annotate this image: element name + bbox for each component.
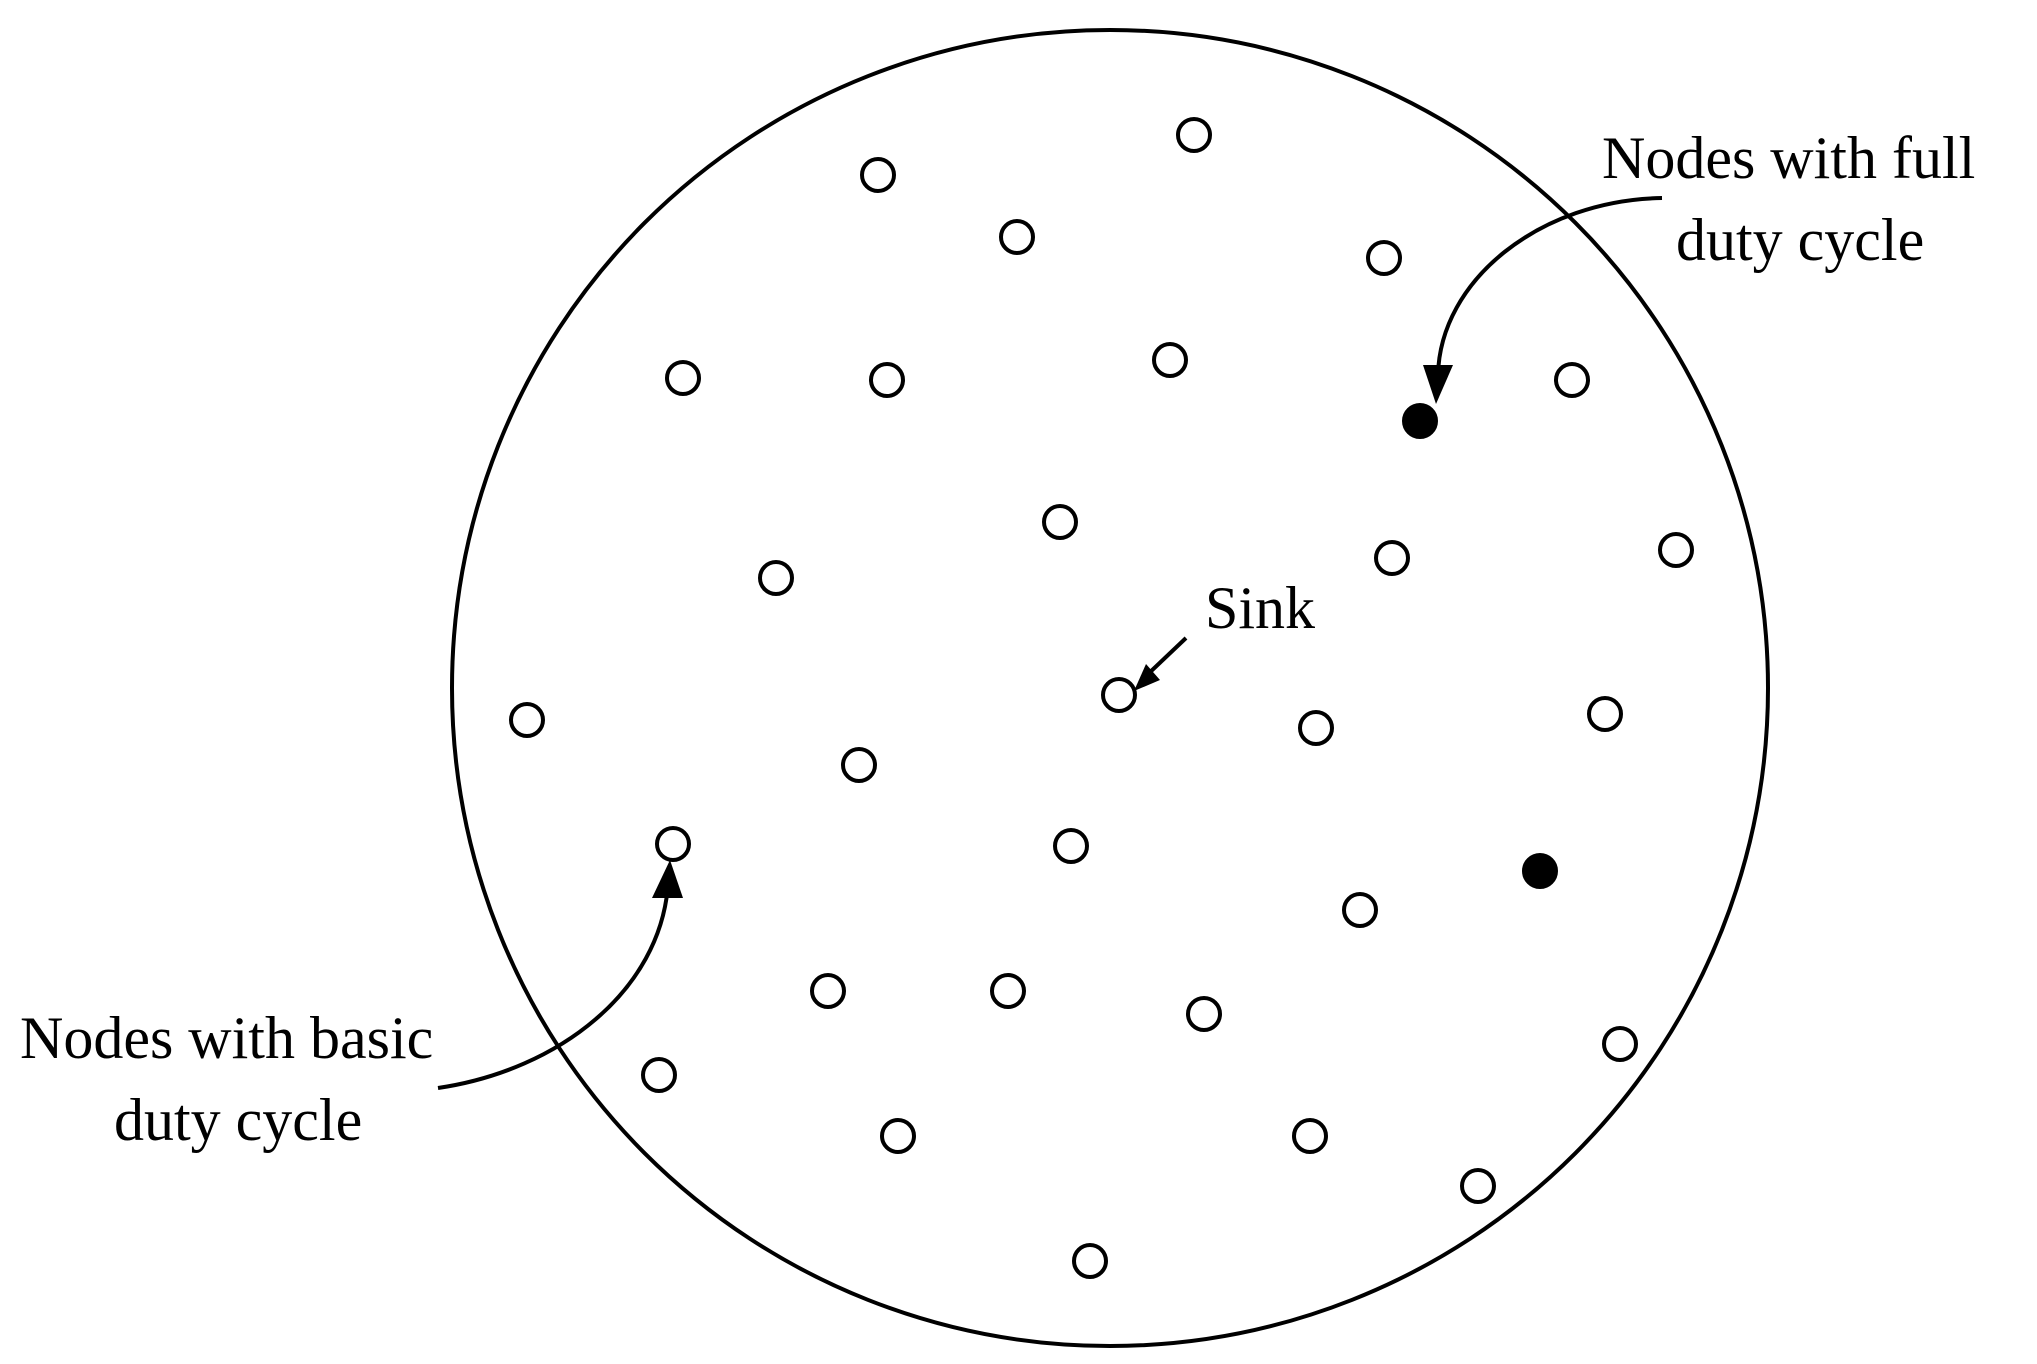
deployment-area-boundary <box>450 28 1770 1348</box>
node <box>880 1118 916 1154</box>
node <box>665 360 701 396</box>
node <box>1186 996 1222 1032</box>
full-duty-node <box>1402 403 1438 439</box>
basic-duty-nodes <box>509 117 1694 1279</box>
node <box>990 973 1026 1009</box>
node <box>810 973 846 1009</box>
node <box>641 1057 677 1093</box>
node <box>841 747 877 783</box>
full-duty-nodes <box>1402 403 1558 889</box>
node <box>1176 117 1212 153</box>
basic-duty-arrowhead <box>652 860 683 898</box>
basic-duty-label-line1: Nodes with basic <box>20 1005 433 1071</box>
node <box>1152 342 1188 378</box>
node <box>1298 710 1334 746</box>
node <box>758 560 794 596</box>
node <box>509 702 545 738</box>
node <box>1658 532 1694 568</box>
sink-arrow <box>1145 636 1188 677</box>
full-duty-arrow <box>1436 196 1663 376</box>
full-duty-label-line2: duty cycle <box>1676 207 1924 273</box>
node <box>1292 1118 1328 1154</box>
node <box>655 826 691 862</box>
sink-label: Sink <box>1205 575 1315 641</box>
node <box>1342 892 1378 928</box>
node <box>1602 1026 1638 1062</box>
sink-node <box>1101 677 1137 713</box>
full-duty-arrowhead <box>1423 365 1453 404</box>
arrowheads <box>652 365 1453 898</box>
node <box>860 157 896 193</box>
basic-duty-arrow <box>437 884 670 1090</box>
sink-arrowhead <box>1134 664 1160 691</box>
node <box>1053 828 1089 864</box>
node <box>999 219 1035 255</box>
node <box>869 362 905 398</box>
full-duty-label-line1: Nodes with full <box>1602 125 1975 191</box>
node <box>1366 240 1402 276</box>
node <box>1460 1168 1496 1204</box>
basic-duty-label-line2: duty cycle <box>114 1087 362 1153</box>
node <box>1554 362 1590 398</box>
node <box>1042 504 1078 540</box>
node <box>1374 540 1410 576</box>
node <box>1587 696 1623 732</box>
full-duty-node <box>1522 853 1558 889</box>
node <box>1072 1243 1108 1279</box>
arrows <box>437 196 1663 1090</box>
